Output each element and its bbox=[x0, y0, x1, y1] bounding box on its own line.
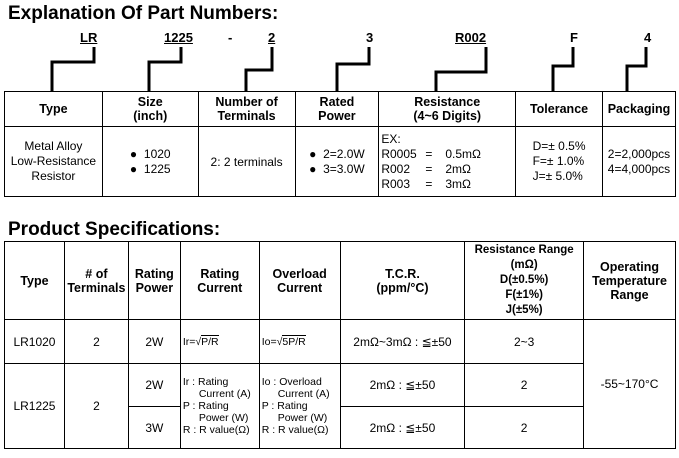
part-numbers-title: Explanation Of Part Numbers: bbox=[8, 3, 279, 24]
spec-temp-value: -55~170°C bbox=[583, 319, 676, 449]
spec-row2-tcr: 2mΩ : ≦±50 bbox=[339, 363, 466, 407]
spec-row1-terminals: 2 bbox=[63, 319, 129, 364]
code-dash: - bbox=[228, 30, 233, 45]
spec-header-tcr: T.C.R.(ppm/°C) bbox=[339, 241, 466, 320]
spec-row2-terminals: 2 bbox=[63, 363, 129, 449]
header-resistance: Resistance(4~6 Digits) bbox=[378, 91, 517, 127]
spec-row2-range: 2 bbox=[464, 363, 585, 407]
spec-header-range: Resistance Range(mΩ)D(±0.5%)F(±1%)J(±5%) bbox=[464, 241, 585, 320]
spec-row3-tcr: 2mΩ : ≦±50 bbox=[339, 406, 466, 449]
spec-row3-range: 2 bbox=[464, 406, 585, 449]
code-type: LR bbox=[80, 30, 98, 45]
cell-size: ●1020●1225 bbox=[101, 126, 199, 197]
header-size: Size(inch) bbox=[101, 91, 199, 127]
spec-header-type: Type bbox=[4, 241, 65, 320]
code-terminals: 2 bbox=[268, 30, 276, 45]
header-tolerance: Tolerance bbox=[515, 91, 603, 127]
code-tolerance: F bbox=[570, 30, 578, 45]
specs-title: Product Specifications: bbox=[8, 219, 221, 240]
code-packaging: 4 bbox=[644, 30, 652, 45]
ir-notes: Ir : Rating Current (A) P : Rating Power… bbox=[179, 363, 260, 449]
cell-power: ●2=2.0W●3=3.0W bbox=[294, 126, 380, 197]
header-type: Type bbox=[4, 91, 103, 127]
spec-row1-type: LR1020 bbox=[4, 319, 65, 364]
spec-row2-type: LR1225 bbox=[4, 363, 65, 449]
cell-tolerance: D=± 0.5%F=± 1.0%J=± 5.0% bbox=[515, 126, 603, 197]
connector-lines bbox=[50, 47, 648, 91]
code-resistance: R002 bbox=[455, 30, 487, 45]
cell-resistance: EX: R0005=0.5mΩ R002=2mΩ R003=3mΩ bbox=[378, 126, 517, 197]
spec-row2-power: 2W bbox=[127, 363, 181, 407]
io-notes: Io : Overload Current (A) P : Rating Pow… bbox=[258, 363, 341, 449]
io-formula: Io=√5P/R bbox=[258, 319, 341, 364]
code-size: 1225 bbox=[164, 30, 193, 45]
cell-terminals: 2: 2 terminals bbox=[197, 126, 296, 197]
ir-formula: Ir=√P/R bbox=[179, 319, 260, 364]
spec-row3-power: 3W bbox=[127, 406, 181, 449]
code-power: 3 bbox=[366, 30, 374, 45]
spec-row1-range: 2~3 bbox=[464, 319, 585, 364]
header-packaging: Packaging bbox=[601, 91, 677, 127]
spec-row1-power: 2W bbox=[127, 319, 181, 364]
spec-row1-tcr: 2mΩ~3mΩ : ≦±50 bbox=[339, 319, 466, 364]
